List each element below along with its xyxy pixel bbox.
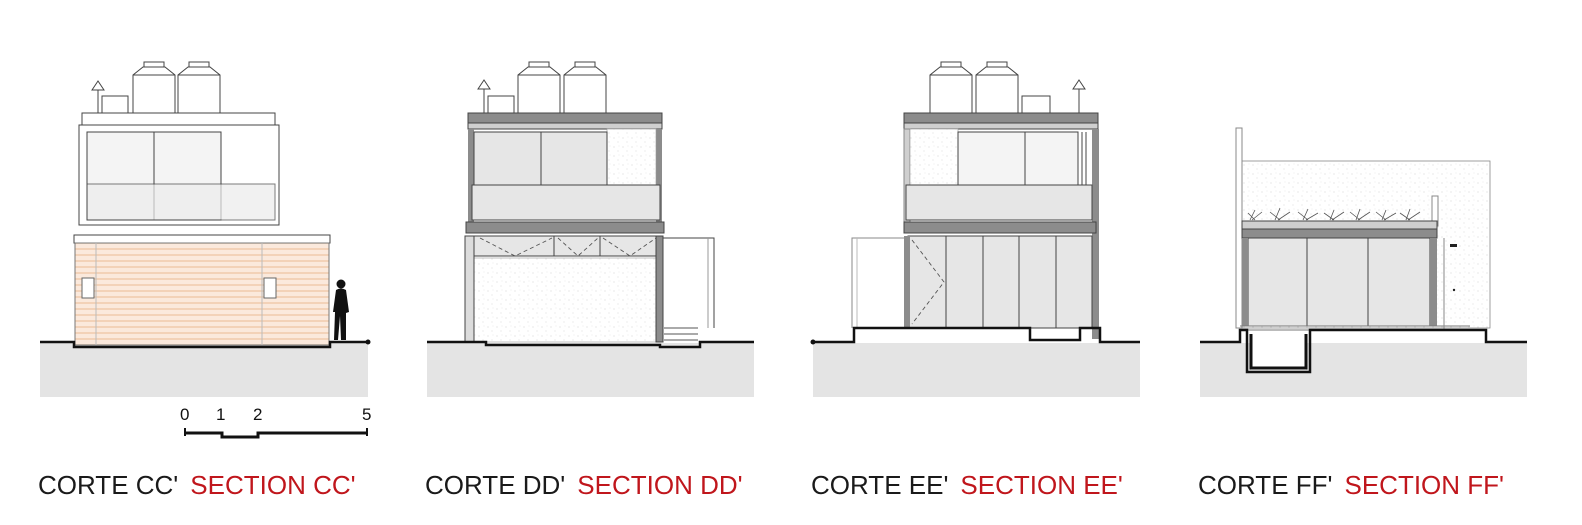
wood-cladding — [74, 242, 330, 346]
caption-spanish: CORTE EE' — [811, 470, 949, 500]
green-roof-plants — [1247, 207, 1421, 221]
caption-section-dd: CORTE DD' SECTION DD' — [425, 470, 743, 501]
scale-bar — [184, 428, 368, 439]
caption-section-ee: CORTE EE' SECTION EE' — [811, 470, 1123, 501]
scale-label-0: 0 — [180, 405, 190, 424]
section-cc-drawing — [40, 61, 371, 397]
caption-section-ff: CORTE FF' SECTION FF' — [1198, 470, 1504, 501]
person-silhouette — [333, 279, 349, 340]
scale-label-5: 5 — [362, 405, 372, 424]
caption-english: SECTION CC' — [190, 470, 356, 500]
section-dd-drawing — [427, 61, 754, 397]
caption-english: SECTION EE' — [960, 470, 1123, 500]
ground-fill — [427, 343, 754, 397]
caption-spanish: CORTE FF' — [1198, 470, 1333, 500]
ground-fill — [813, 343, 1140, 397]
scale-label-1: 1 — [216, 405, 226, 424]
caption-english: SECTION DD' — [577, 470, 743, 500]
ground-fill — [1200, 343, 1527, 397]
caption-section-cc: CORTE CC' SECTION CC' — [38, 470, 356, 501]
ground-fill — [40, 343, 368, 397]
caption-english: SECTION FF' — [1344, 470, 1505, 500]
scale-label-2: 2 — [253, 405, 263, 424]
caption-spanish: CORTE CC' — [38, 470, 179, 500]
section-ff-drawing — [1200, 127, 1527, 397]
water-tanks — [132, 61, 221, 114]
caption-spanish: CORTE DD' — [425, 470, 566, 500]
section-ee-drawing — [810, 61, 1140, 397]
